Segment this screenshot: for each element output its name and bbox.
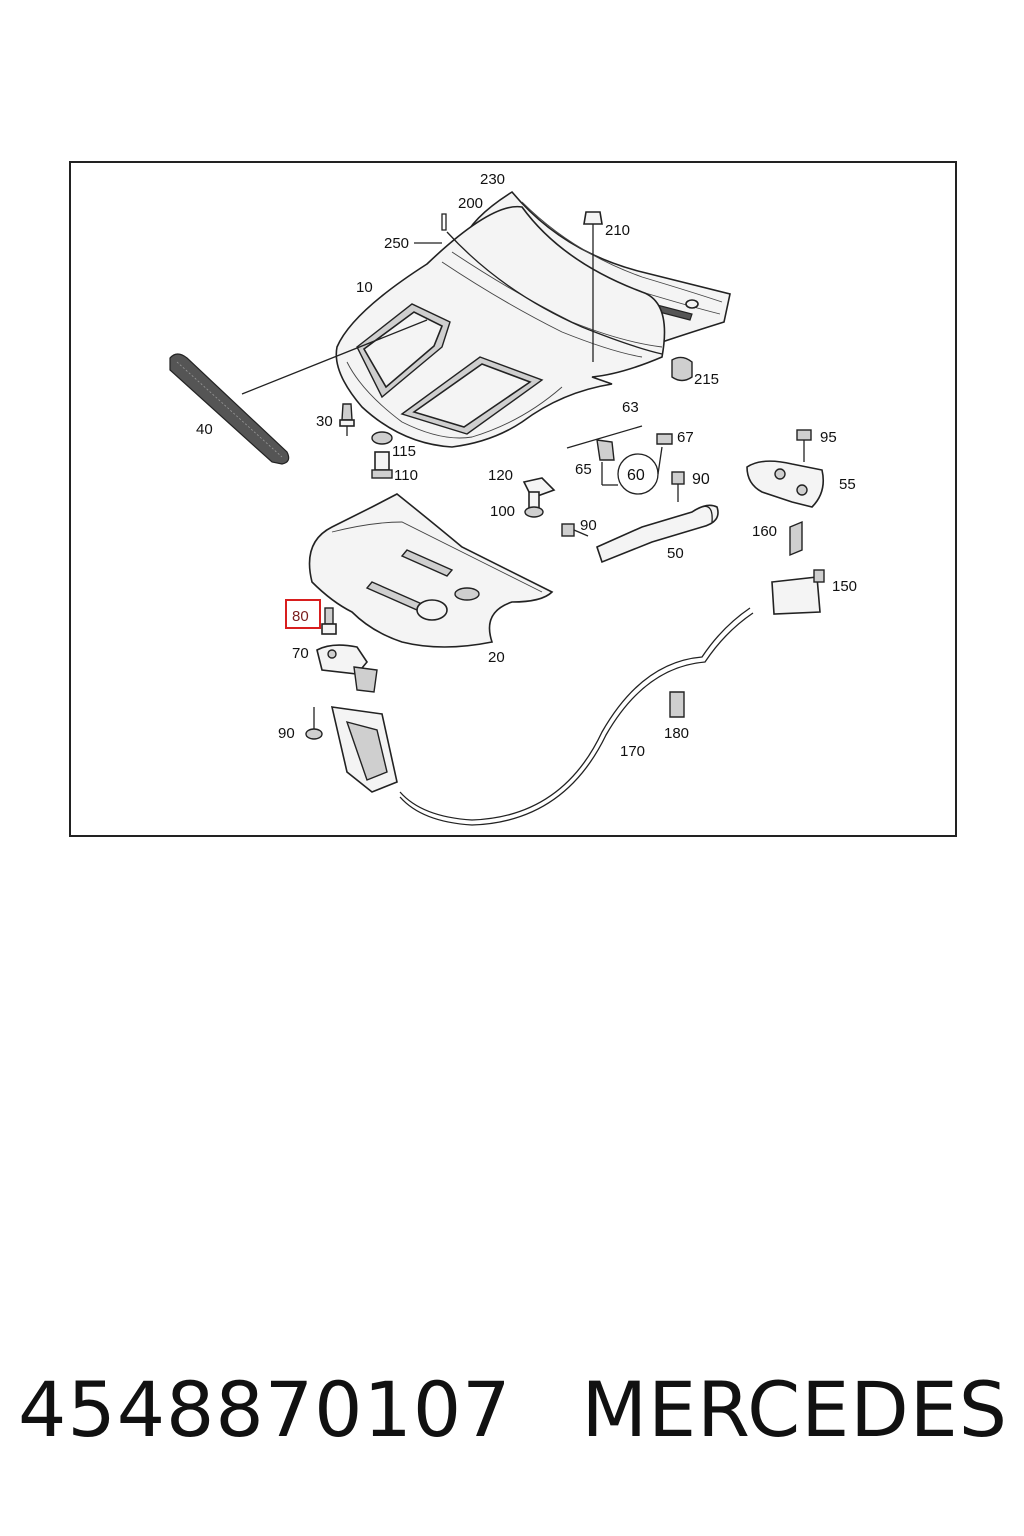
clip-part-180 [669, 691, 685, 718]
rubber-bumper-part [671, 356, 693, 382]
support-rod-part [566, 425, 643, 449]
label-63: 63 [622, 399, 639, 416]
bolt-part-110 [371, 451, 393, 479]
label-30: 30 [316, 413, 333, 430]
label-80-highlighted: 80 [292, 608, 309, 625]
label-115: 115 [392, 443, 416, 460]
seal-strip-part [446, 231, 663, 355]
washer-part-115 [371, 431, 393, 445]
latch-part [330, 706, 398, 793]
hood-part [335, 205, 666, 448]
stud-part-30 [339, 403, 355, 436]
bolt-part-100 [524, 491, 544, 518]
label-160: 160 [752, 523, 777, 540]
grille-insert-part [169, 319, 428, 465]
clip-part-250 [414, 213, 447, 244]
label-100: 100 [490, 503, 515, 520]
label-120: 120 [488, 467, 513, 484]
label-90-middle: 90 [580, 517, 597, 534]
insulation-mat-part [308, 493, 554, 648]
label-50: 50 [667, 545, 684, 562]
label-200: 200 [458, 195, 483, 212]
bolt-part-90-upper [671, 471, 685, 502]
label-20: 20 [488, 649, 505, 666]
hinge-part [746, 460, 825, 508]
label-67: 67 [677, 429, 694, 446]
bolt-part-90-lower [305, 707, 323, 740]
highlight-box [285, 599, 321, 629]
label-215: 215 [694, 371, 719, 388]
part-number: 4548870107 [18, 1365, 512, 1454]
hinge-arm-part [596, 504, 719, 564]
bolt-part-95 [796, 429, 812, 462]
hood-lock-part [316, 644, 378, 693]
brand-name: MERCEDES [581, 1365, 1008, 1454]
label-210: 210 [605, 222, 630, 239]
parts-diagram-drawing: 230 200 210 250 10 215 40 30 115 110 63 … [169, 171, 857, 826]
label-95: 95 [820, 429, 837, 446]
label-90-upper: 90 [692, 471, 710, 488]
label-65: 65 [575, 461, 592, 478]
parts-diagram: 230 200 210 250 10 215 40 30 115 110 63 … [69, 161, 957, 837]
label-60: 60 [627, 467, 645, 484]
label-40: 40 [196, 421, 213, 438]
label-150: 150 [832, 578, 857, 595]
bolt-part-210 [583, 211, 603, 362]
label-10: 10 [356, 279, 373, 296]
release-cable-part [399, 607, 751, 821]
label-180: 180 [664, 725, 689, 742]
release-handle-part [771, 569, 825, 615]
label-70: 70 [292, 645, 309, 662]
label-110: 110 [394, 467, 418, 484]
clip-part-65 [596, 439, 615, 461]
bolt-part-80 [321, 607, 337, 635]
label-230: 230 [480, 171, 505, 188]
label-90-lower: 90 [278, 725, 295, 742]
label-55: 55 [839, 476, 856, 493]
assembly-callout-60 [601, 446, 663, 495]
footer: 4548870107 MERCEDES [18, 1365, 1008, 1475]
catch-part-160 [789, 520, 803, 557]
clip-part-67 [656, 433, 673, 445]
label-170: 170 [620, 743, 645, 760]
bolt-part-90-middle [561, 523, 589, 537]
label-250: 250 [384, 235, 409, 252]
